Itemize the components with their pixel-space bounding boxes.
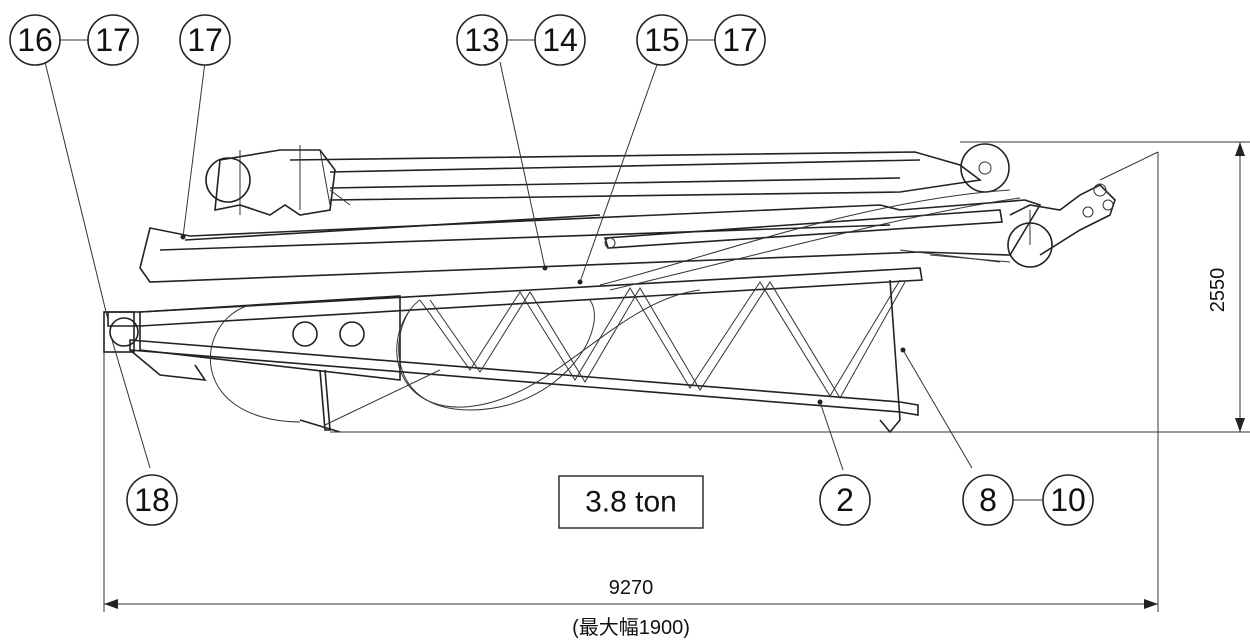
balloon-number: 15 — [644, 22, 680, 58]
balloon — [87, 14, 139, 66]
callout-8-10: 8 10 — [962, 474, 1094, 526]
balloon-number: 8 — [979, 482, 997, 518]
balloon — [126, 474, 178, 526]
balloon-number: 13 — [464, 22, 500, 58]
balloon — [819, 474, 871, 526]
balloon — [1042, 474, 1094, 526]
callout-13-14: 13 14 — [456, 14, 586, 66]
balloon — [714, 14, 766, 66]
leader-lines — [44, 61, 973, 471]
balloon — [534, 14, 586, 66]
balloon-number: 10 — [1050, 482, 1086, 518]
balloon — [636, 14, 688, 66]
base-frame — [103, 189, 1021, 434]
balloon-number: 2 — [836, 482, 854, 518]
callout-2: 2 — [819, 474, 871, 526]
width-note: (最大幅1900) — [572, 616, 690, 639]
width-value: 9270 — [609, 577, 654, 599]
callout-15-17: 15 17 — [636, 14, 766, 66]
balloon — [179, 14, 231, 66]
balloon-number: 17 — [722, 22, 758, 58]
balloon — [456, 14, 508, 66]
weight-label: 3.8 ton — [585, 486, 677, 519]
balloon-number: 17 — [95, 22, 131, 58]
callout-16-17: 16 17 — [9, 14, 139, 66]
callout-17: 17 — [179, 14, 231, 66]
balloon-number: 17 — [187, 22, 223, 58]
balloon-number: 18 — [134, 482, 170, 518]
balloon — [9, 14, 61, 66]
callout-18: 18 — [126, 474, 178, 526]
weight-box: 3.8 ton — [558, 475, 704, 529]
height-dimension: 2550 — [330, 141, 1250, 433]
balloon-number: 16 — [17, 22, 53, 58]
width-dimension: 9270 (最大幅1900) — [103, 152, 1159, 639]
balloon-number: 14 — [542, 22, 578, 58]
height-value: 2550 — [1207, 268, 1229, 313]
balloon — [962, 474, 1014, 526]
